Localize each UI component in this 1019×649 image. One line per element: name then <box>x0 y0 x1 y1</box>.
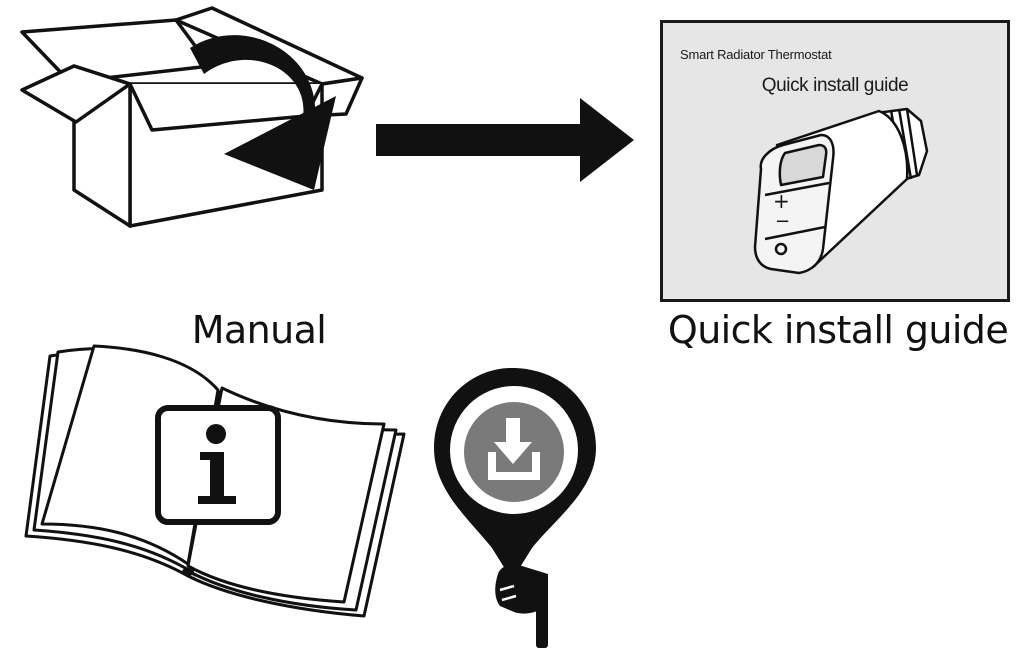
minus-symbol: − <box>775 211 791 232</box>
info-icon <box>154 404 282 526</box>
download-pin-icon <box>430 360 618 649</box>
pointing-hand-icon <box>495 564 548 648</box>
open-box-icon <box>14 4 374 232</box>
quick-install-guide-caption: Quick install guide <box>667 308 1009 352</box>
open-book-icon <box>22 340 406 622</box>
plus-symbol: + <box>773 189 790 213</box>
radiator-thermostat-icon: + − <box>749 99 935 287</box>
card-brand-text: Smart Radiator Thermostat <box>680 47 832 62</box>
card-title: Quick install guide <box>761 75 909 96</box>
quick-install-guide-card: Smart Radiator Thermostat Quick install … <box>660 20 1010 302</box>
download-icon <box>488 418 540 480</box>
manual-caption: Manual <box>191 308 327 352</box>
right-arrow-icon <box>376 98 634 182</box>
